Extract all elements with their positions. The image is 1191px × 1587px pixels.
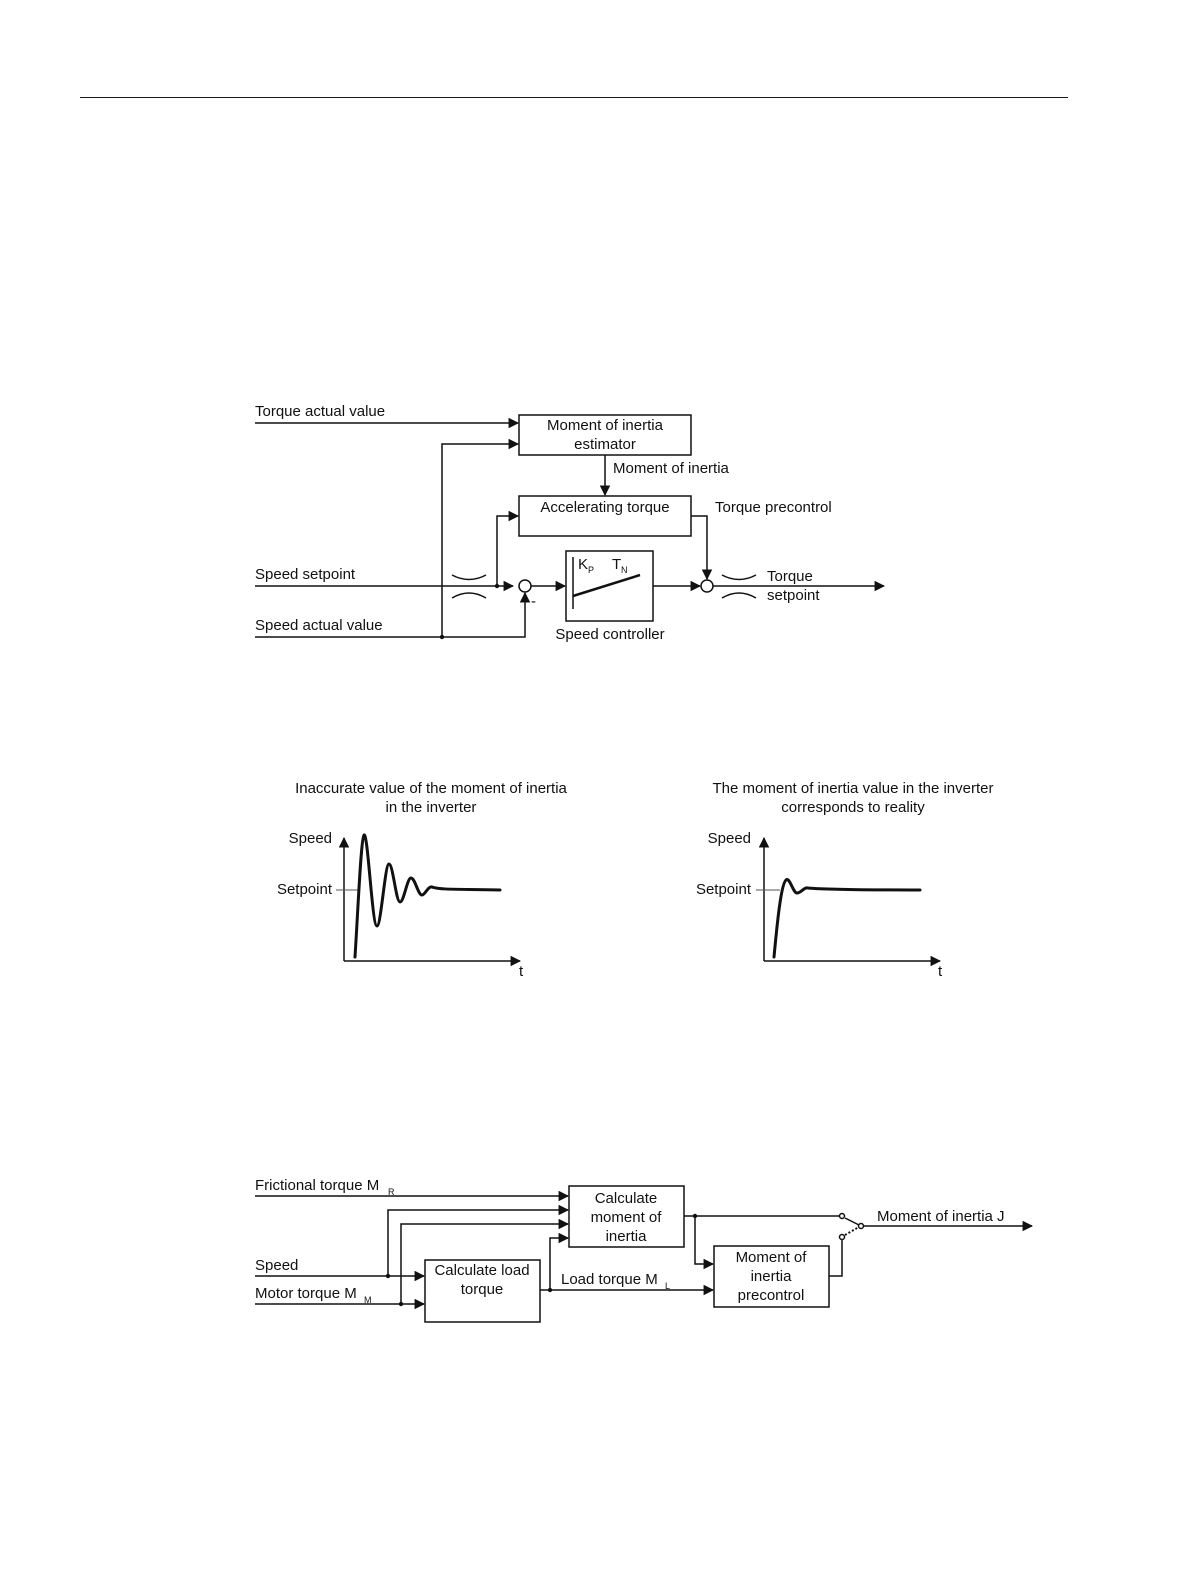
torque-precontrol-label: Torque precontrol — [715, 499, 832, 516]
left-setpoint-label: Setpoint — [277, 881, 333, 898]
response-graph-left: Inaccurate value of the moment of inerti… — [277, 780, 568, 980]
calc-moment-label-2: moment of — [591, 1209, 663, 1226]
torque-actual-value-label: Torque actual value — [255, 403, 385, 420]
left-y-axis-label: Speed — [289, 830, 332, 847]
speed-to-estimator-line — [441, 438, 520, 637]
motor-torque-to-calc-line — [400, 1218, 570, 1304]
tn-label: T — [612, 556, 621, 573]
left-graph-title-1: Inaccurate value of the moment of inerti… — [295, 780, 567, 797]
speed-actual-junction-dot — [439, 634, 445, 640]
setpoint-to-accel-line — [496, 510, 520, 586]
speed-to-calc-line — [387, 1204, 570, 1276]
controller-ramp-line — [572, 573, 641, 598]
precontrol-label-2: inertia — [751, 1268, 793, 1285]
calc-load-label-2: torque — [461, 1281, 504, 1298]
right-graph-title-2: corresponds to reality — [781, 799, 925, 816]
precontrol-label-1: Moment of — [736, 1249, 808, 1266]
frictional-torque-label: Frictional torque M — [255, 1177, 379, 1194]
inertia-precontrol-block — [713, 1245, 830, 1308]
left-x-axis-label: t — [519, 963, 524, 980]
left-speed-trace — [353, 833, 502, 959]
right-x-axis-label: t — [938, 963, 943, 980]
motor-torque-subscript: M — [364, 1295, 372, 1305]
precontrol-label-3: precontrol — [738, 1287, 805, 1304]
inertia-estimator-label-2: estimator — [574, 436, 636, 453]
precontrol-output-line — [829, 1239, 843, 1277]
setpoint-filter-symbol — [451, 574, 487, 599]
switch-blade-dotted — [844, 1226, 860, 1236]
switch-contact-1 — [838, 1212, 846, 1220]
summing-junction-1 — [518, 579, 532, 593]
torque-precontrol-line — [691, 515, 713, 581]
speed-control-diagram: Torque actual value Moment of inertia es… — [255, 403, 886, 643]
load-torque-to-calc-line — [549, 1232, 570, 1290]
switch-contact-2 — [838, 1233, 846, 1241]
speed-label: Speed — [255, 1257, 298, 1274]
right-speed-trace — [772, 878, 922, 959]
speed-controller-label: Speed controller — [555, 626, 664, 643]
response-graph-right: The moment of inertia value in the inver… — [696, 780, 994, 980]
speed-controller-block — [565, 550, 654, 622]
kp-label: K — [578, 556, 588, 573]
calc-moment-label-1: Calculate — [595, 1190, 658, 1207]
output-filter-symbol — [721, 574, 757, 599]
calc-load-torque-block — [424, 1259, 541, 1323]
switch-pivot — [857, 1222, 865, 1230]
tn-subscript: N — [621, 565, 628, 575]
right-graph-title-1: The moment of inertia value in the inver… — [713, 780, 994, 797]
calc-to-precontrol-line — [694, 1216, 715, 1270]
calc-load-label-1: Calculate load — [434, 1262, 529, 1279]
minus-sign: - — [531, 593, 536, 610]
moment-of-inertia-label: Moment of inertia — [613, 460, 730, 477]
inertia-estimator-label-1: Moment of inertia — [547, 417, 664, 434]
accelerating-torque-label: Accelerating torque — [540, 499, 669, 516]
switch-blade — [844, 1217, 860, 1226]
left-graph-title-2: in the inverter — [386, 799, 477, 816]
load-torque-subscript: L — [665, 1281, 670, 1291]
speed-setpoint-label: Speed setpoint — [255, 566, 356, 583]
torque-setpoint-label-1: Torque — [767, 568, 813, 585]
calc-moment-label-3: inertia — [606, 1228, 648, 1245]
inertia-estimation-diagram: Frictional torque M R Calculate moment o… — [255, 1177, 1034, 1323]
page-header-rule — [80, 97, 1068, 98]
frictional-torque-subscript: R — [388, 1187, 395, 1197]
torque-setpoint-label-2: setpoint — [767, 587, 820, 604]
right-setpoint-label: Setpoint — [696, 881, 752, 898]
right-y-axis-label: Speed — [708, 830, 751, 847]
moment-of-inertia-j-label: Moment of inertia J — [877, 1208, 1005, 1225]
speed-actual-value-line — [255, 591, 531, 638]
kp-subscript: P — [588, 565, 594, 575]
load-torque-label: Load torque M — [561, 1271, 658, 1288]
summing-junction-2 — [700, 579, 714, 593]
speed-actual-value-label: Speed actual value — [255, 617, 383, 634]
motor-torque-label: Motor torque M — [255, 1285, 357, 1302]
